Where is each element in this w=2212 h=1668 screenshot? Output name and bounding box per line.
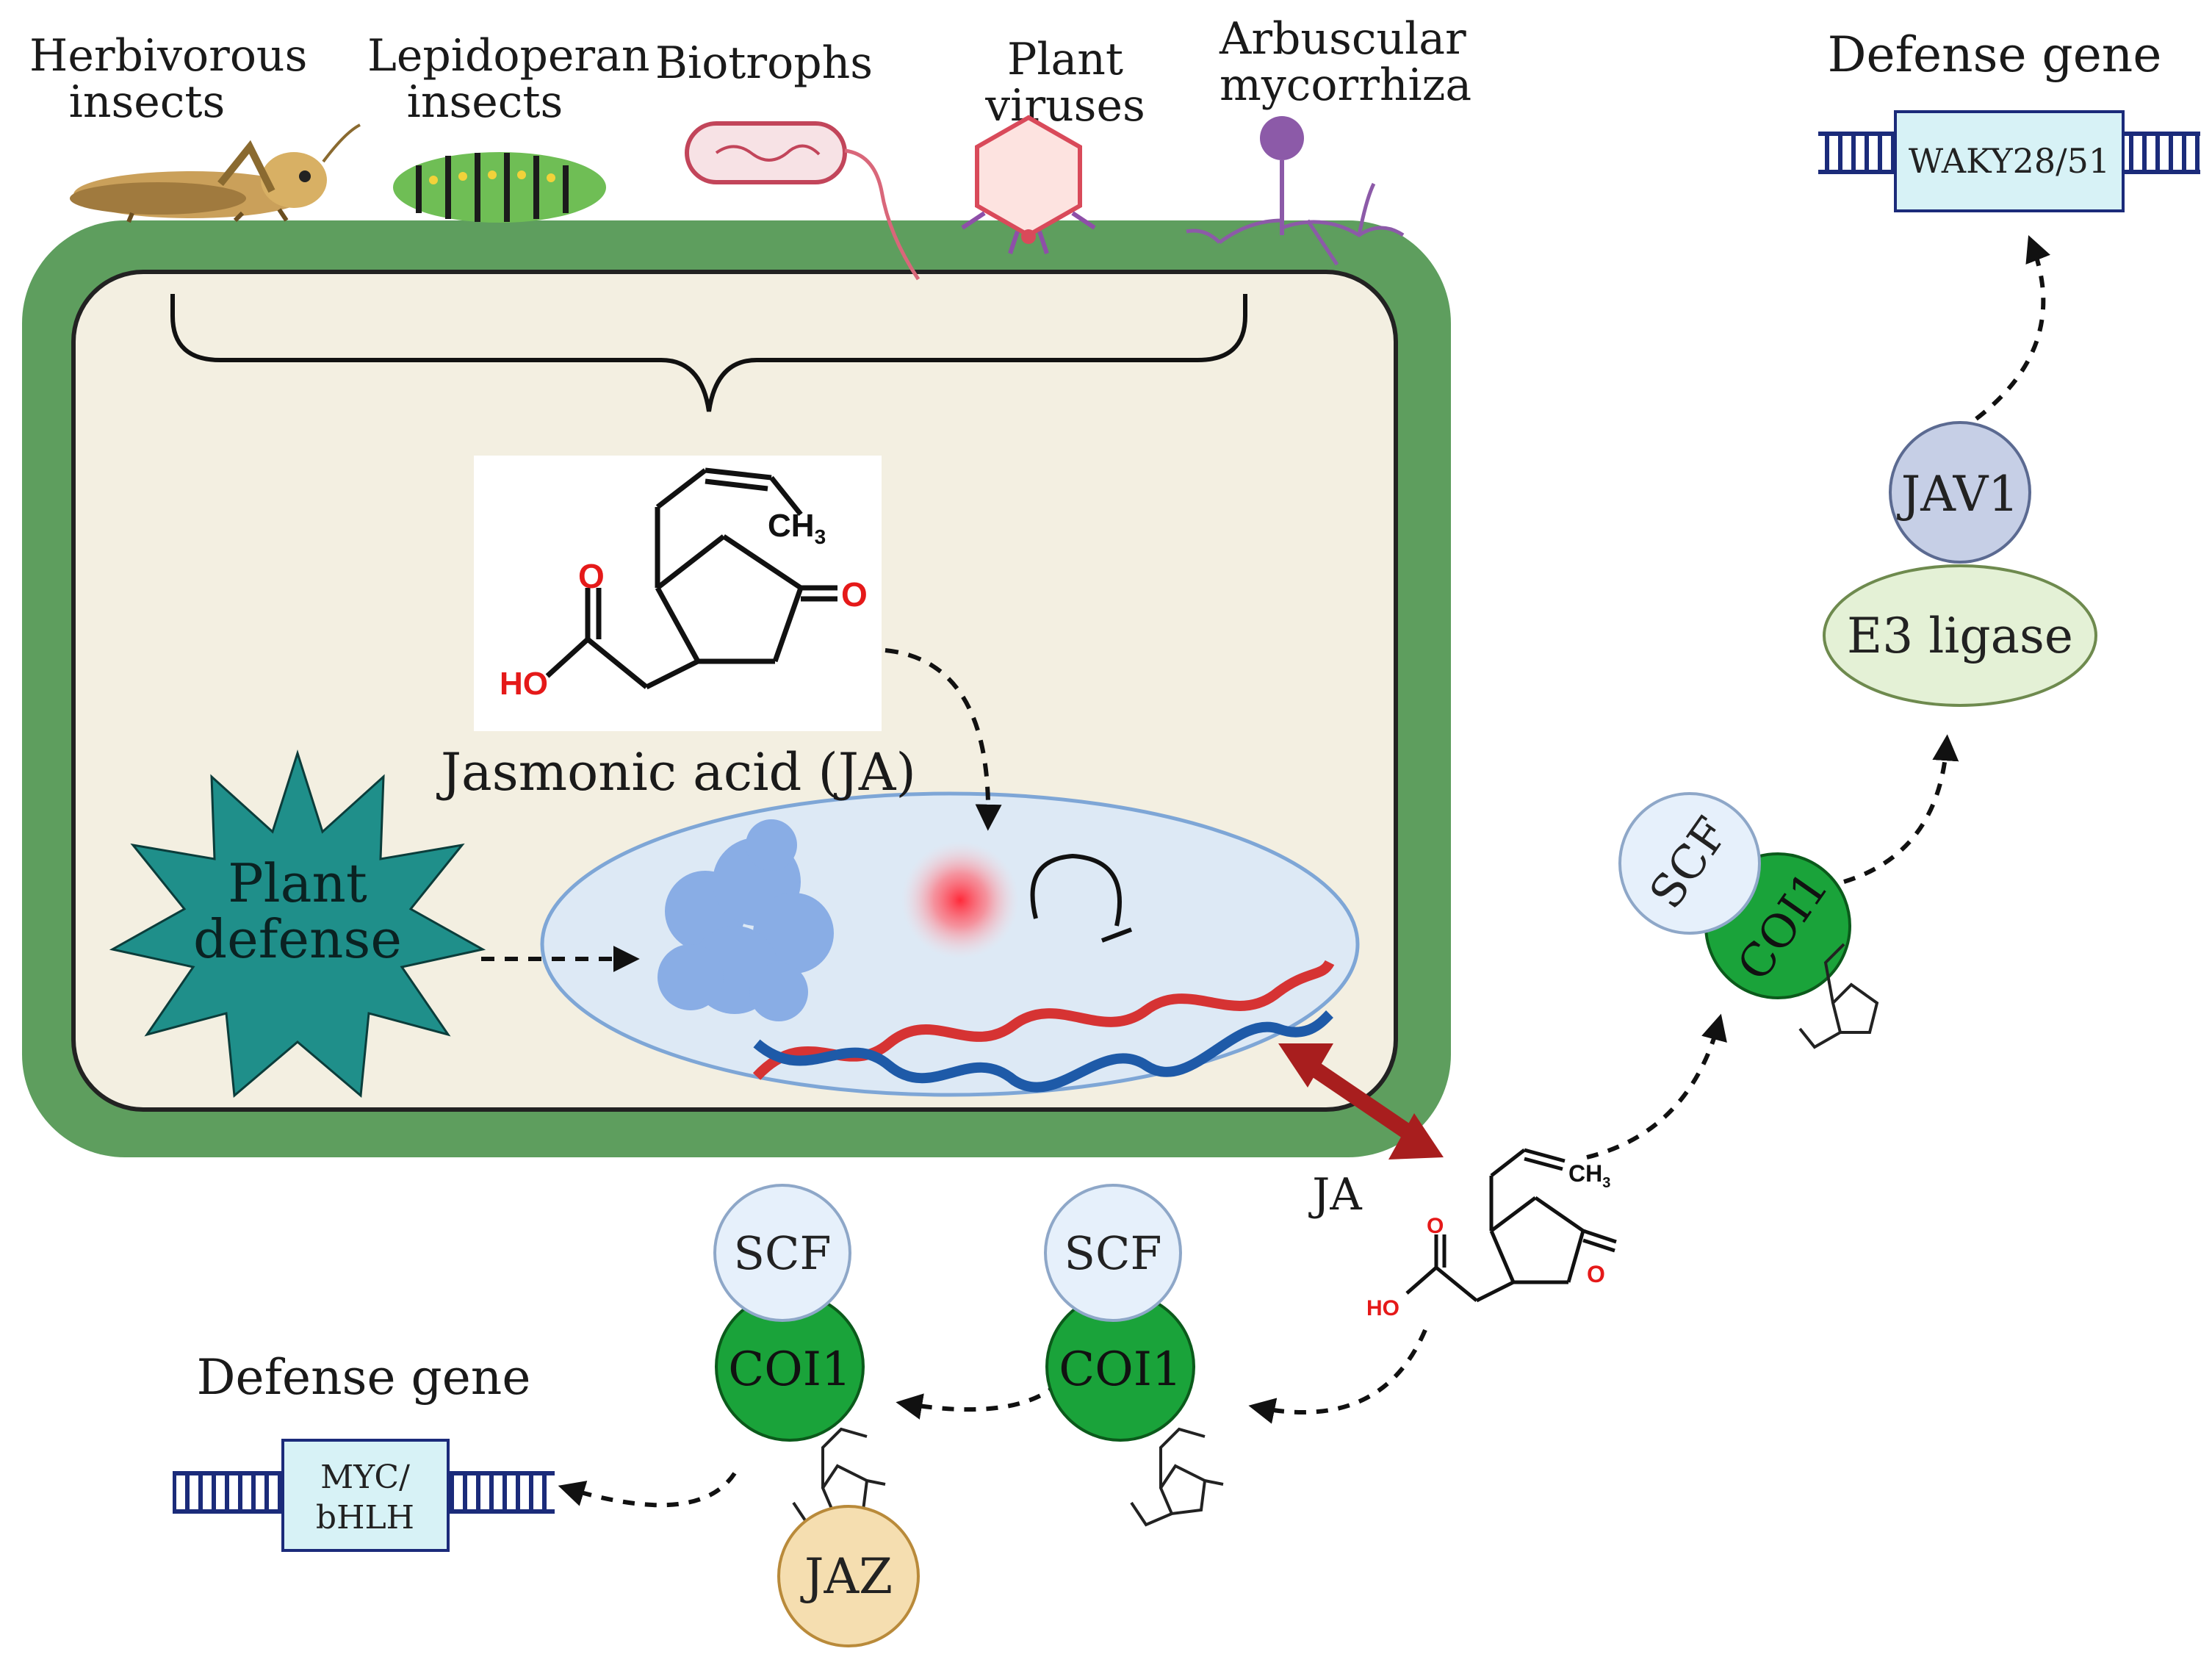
pathogen-label-biotrophs: Biotrophs xyxy=(655,37,873,89)
arrow-ja-to-right-complex xyxy=(1586,1013,1727,1160)
arrow-ja-to-middle-complex xyxy=(1248,1329,1427,1424)
fungus-icon xyxy=(1186,116,1405,266)
defense-gene-bottom-title: Defense gene xyxy=(196,1349,531,1406)
jav1-label: JAV1 xyxy=(1897,466,2020,522)
brace xyxy=(170,294,1247,412)
e3-ligase xyxy=(1823,564,2097,707)
ja-ho: HO xyxy=(500,666,548,702)
nucleus-exchange-arrow xyxy=(1278,1043,1444,1160)
ja-o-ketone: O xyxy=(841,575,868,614)
protein-complex xyxy=(658,819,834,1021)
arrow-right-complex-to-e3 xyxy=(1843,734,1959,884)
jav1-circle xyxy=(1889,421,2031,564)
ja-ext-o-ketone: O xyxy=(1587,1261,1605,1287)
arrow-middle-to-left-complex xyxy=(896,1365,1075,1420)
feedback-arrow xyxy=(1030,853,1122,927)
myc-label-line1: MYC/ xyxy=(320,1459,410,1496)
ja-caption: Jasmonic acid (JA) xyxy=(441,742,916,802)
ja-structure xyxy=(545,467,837,690)
caterpillar-icon xyxy=(393,152,606,223)
plant-defense-star xyxy=(109,749,486,1098)
scf-middle xyxy=(1044,1184,1182,1322)
arrow-jav1-to-gene xyxy=(1975,234,2050,421)
scf-left xyxy=(713,1184,851,1322)
ja-external-label: JA xyxy=(1312,1169,1362,1221)
plant-defense-label: Plant defense xyxy=(193,852,402,970)
scf-left-label: SCF xyxy=(734,1226,832,1280)
ja-external xyxy=(1405,1148,1617,1303)
virus-icon xyxy=(961,115,1096,254)
ja-structure-box xyxy=(474,456,882,731)
ja-mini-middle xyxy=(1130,1427,1224,1527)
myc-label-line2: bHLH xyxy=(316,1499,414,1536)
waky-label: WAKY28/51 xyxy=(1909,141,2110,181)
scf-middle-label: SCF xyxy=(1064,1226,1162,1280)
myc-box xyxy=(281,1439,450,1552)
ja-ch3: CH3 xyxy=(768,508,826,548)
ja-ext-o-acid: O xyxy=(1427,1214,1444,1238)
bacterium-icon xyxy=(685,121,921,281)
ja-o-acid: O xyxy=(578,557,605,595)
ja-mini-right xyxy=(1798,943,1879,1049)
pathogen-label-viruses: Plant viruses xyxy=(985,34,1145,132)
signal-glow xyxy=(901,841,1019,959)
coi1-left-label: COI1 xyxy=(728,1342,851,1397)
coi1-middle-label: COI1 xyxy=(1059,1342,1181,1397)
ja-ext-ho: HO xyxy=(1366,1296,1399,1320)
arrow-ja-to-nucleus xyxy=(885,648,1002,831)
jaz-label: JAZ xyxy=(800,1548,893,1605)
e3-ligase-label: E3 ligase xyxy=(1847,608,2073,664)
defense-gene-top-title: Defense gene xyxy=(1827,26,2162,83)
grasshopper-icon xyxy=(70,123,361,223)
jaz-circle xyxy=(777,1505,920,1647)
waky-box xyxy=(1894,110,2125,212)
ja-ext-ch3: CH3 xyxy=(1568,1160,1610,1191)
dna-helix xyxy=(752,960,1335,1093)
arrow-left-complex-to-myc xyxy=(558,1472,737,1508)
scf-right xyxy=(1618,792,1761,935)
